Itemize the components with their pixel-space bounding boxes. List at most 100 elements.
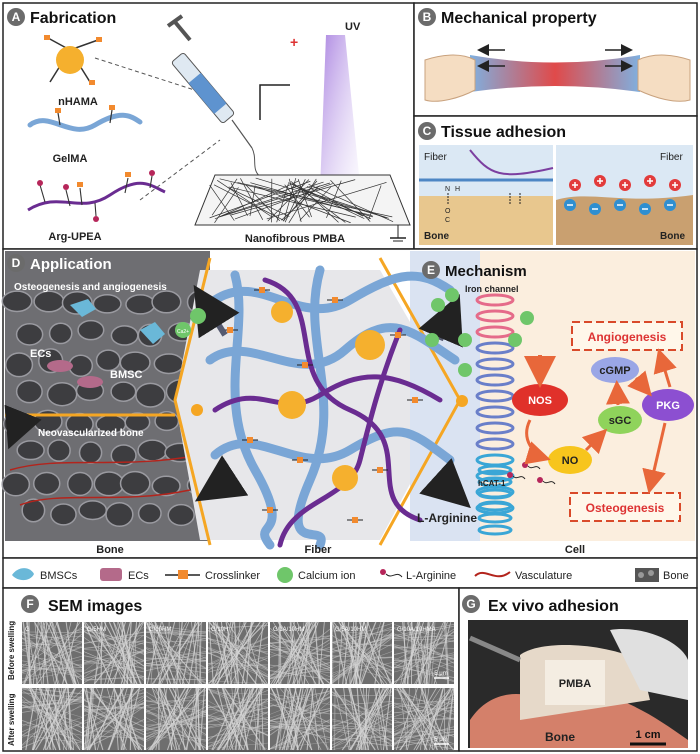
legend-label: Calcium ion [298, 570, 355, 582]
row-label-before: Before swelling [7, 621, 16, 680]
nhama-particle [332, 465, 358, 491]
calcium-ion-icon [520, 311, 534, 325]
calcium-ion-icon [508, 333, 522, 347]
legend-label: BMSCs [40, 570, 78, 582]
chem-h: H [455, 186, 460, 193]
bone-region-label: Bone [96, 544, 124, 556]
legend-label: ECs [128, 570, 149, 582]
uv-beam [320, 35, 360, 190]
neo-bone-label: Neovascularized bone [38, 428, 144, 439]
fiber-label-left: Fiber [424, 152, 447, 163]
panel-d-title: Application [30, 256, 112, 273]
sem-scale-label: 5 μm [434, 737, 447, 743]
panel-d-letter: D [12, 256, 21, 270]
osteogenesis-label: Osteogenesis [586, 501, 665, 515]
fiber-region-label: Fiber [305, 544, 333, 556]
uv-label: UV [345, 21, 361, 33]
sgc-label: sGC [609, 415, 632, 427]
calcium-ion-icon [458, 363, 472, 377]
panel-c-title: Tissue adhesion [441, 124, 566, 141]
panel-g-letter: G [466, 597, 475, 611]
nos-node [512, 384, 568, 416]
pathway-arrow [524, 419, 551, 465]
bone-label-right: Bone [660, 231, 685, 242]
sem-column-label: G/10A/10HMA [397, 627, 436, 633]
panel-e-title: Mechanism [445, 263, 527, 280]
membrane-zone [410, 251, 480, 541]
panel-b-title: Mechanical property [441, 10, 597, 27]
bmsc-label: BMSC [110, 369, 142, 381]
pathway-arrow [581, 428, 608, 455]
panel-b: B Mechanical property [413, 2, 698, 117]
bmsc-icon [12, 568, 34, 581]
green-arrow [4, 404, 42, 450]
pathway-arrow [627, 370, 652, 397]
pathway-arrow [642, 422, 667, 494]
legend-label: Crosslinker [205, 570, 260, 582]
membrane-channel [475, 293, 515, 536]
nos-label: NOS [528, 395, 552, 407]
legend: BMSCs ECs Crosslinker Calcium ion L-Argi… [2, 557, 698, 589]
release-arrow [194, 455, 249, 502]
cgmp-node [591, 357, 639, 383]
panel-a-title: Fabrication [30, 10, 116, 27]
nanofiber-mat [194, 174, 411, 242]
guide-line [94, 57, 211, 96]
release-arrow [418, 293, 463, 348]
sem-column-label: G/10HM [149, 627, 171, 633]
sgc-node [598, 406, 642, 434]
bmsc-cell-icon [140, 322, 165, 344]
arg-upea-label: Arg-UPEA [48, 231, 101, 243]
panel-c-letter: C [423, 124, 432, 138]
pathway-arrow [605, 380, 630, 406]
bmsc-cell-icon [70, 299, 96, 317]
panel-g-title: Ex vivo adhesion [488, 598, 619, 615]
sem-column-label: G/10H [211, 627, 228, 633]
cell-region-label: Cell [565, 544, 585, 556]
nhama-particle [355, 330, 385, 360]
bone-surface [419, 196, 553, 245]
panel-de: D Application Osteogenesis and angiogene… [1, 248, 698, 559]
guide-line [139, 139, 221, 201]
pmba-photo-label: PMBA [559, 678, 591, 690]
ec-icon [100, 568, 122, 581]
arginine-icon [380, 569, 403, 578]
calcium-ion-icon [445, 288, 459, 302]
bone-label-left: Bone [424, 231, 449, 242]
release-arrow [193, 284, 240, 339]
angiogenesis-label: Angiogenesis [588, 330, 667, 344]
chem-n: N [445, 186, 450, 193]
stretched-film [470, 55, 640, 92]
nhama-particle [271, 301, 293, 323]
sem-column-label: G/1A/10HM [273, 627, 304, 633]
ecs-label: ECs [30, 348, 51, 360]
calcium-ion-icon [425, 333, 439, 347]
legend-label: L-Arginine [406, 570, 456, 582]
cgmp-label: cGMP [599, 365, 630, 377]
ec-cell-icon [77, 376, 103, 388]
ca-ion-label: Ca2+ [177, 329, 189, 335]
pathway-arrow [653, 348, 677, 388]
pkg-label: PKG [656, 400, 680, 412]
release-arrow [419, 458, 471, 509]
bone-photo-label: Bone [545, 730, 575, 744]
power-cable [259, 84, 290, 120]
l-arginine-label: L-Arginine [417, 511, 477, 525]
calcium-ion-icon [458, 333, 472, 347]
pmba-label: Nanofibrous PMBA [245, 233, 345, 245]
chem-c: C [445, 217, 450, 224]
panel-c: C Tissue adhesion Fiber Bone N H O C Fib… [413, 115, 698, 250]
crosslinker-icon [165, 570, 200, 579]
fiber-label-right: Fiber [660, 152, 683, 163]
calcium-icon [277, 567, 293, 583]
panel-g: G Ex vivo adhesion PMBA Bone 1 cm [458, 587, 698, 752]
osteo-angio-label: Osteogenesis and angiogenesis [14, 282, 167, 293]
gelma-icon [27, 105, 143, 132]
right-hand-icon [637, 54, 691, 102]
panel-f-title: SEM images [48, 598, 142, 615]
panel-e-letter: E [427, 263, 435, 277]
iron-channel-label: Iron channel [465, 284, 519, 294]
panel-f-letter: F [26, 597, 33, 611]
nhama-particle [278, 391, 306, 419]
legend-label: Bone [663, 570, 689, 582]
